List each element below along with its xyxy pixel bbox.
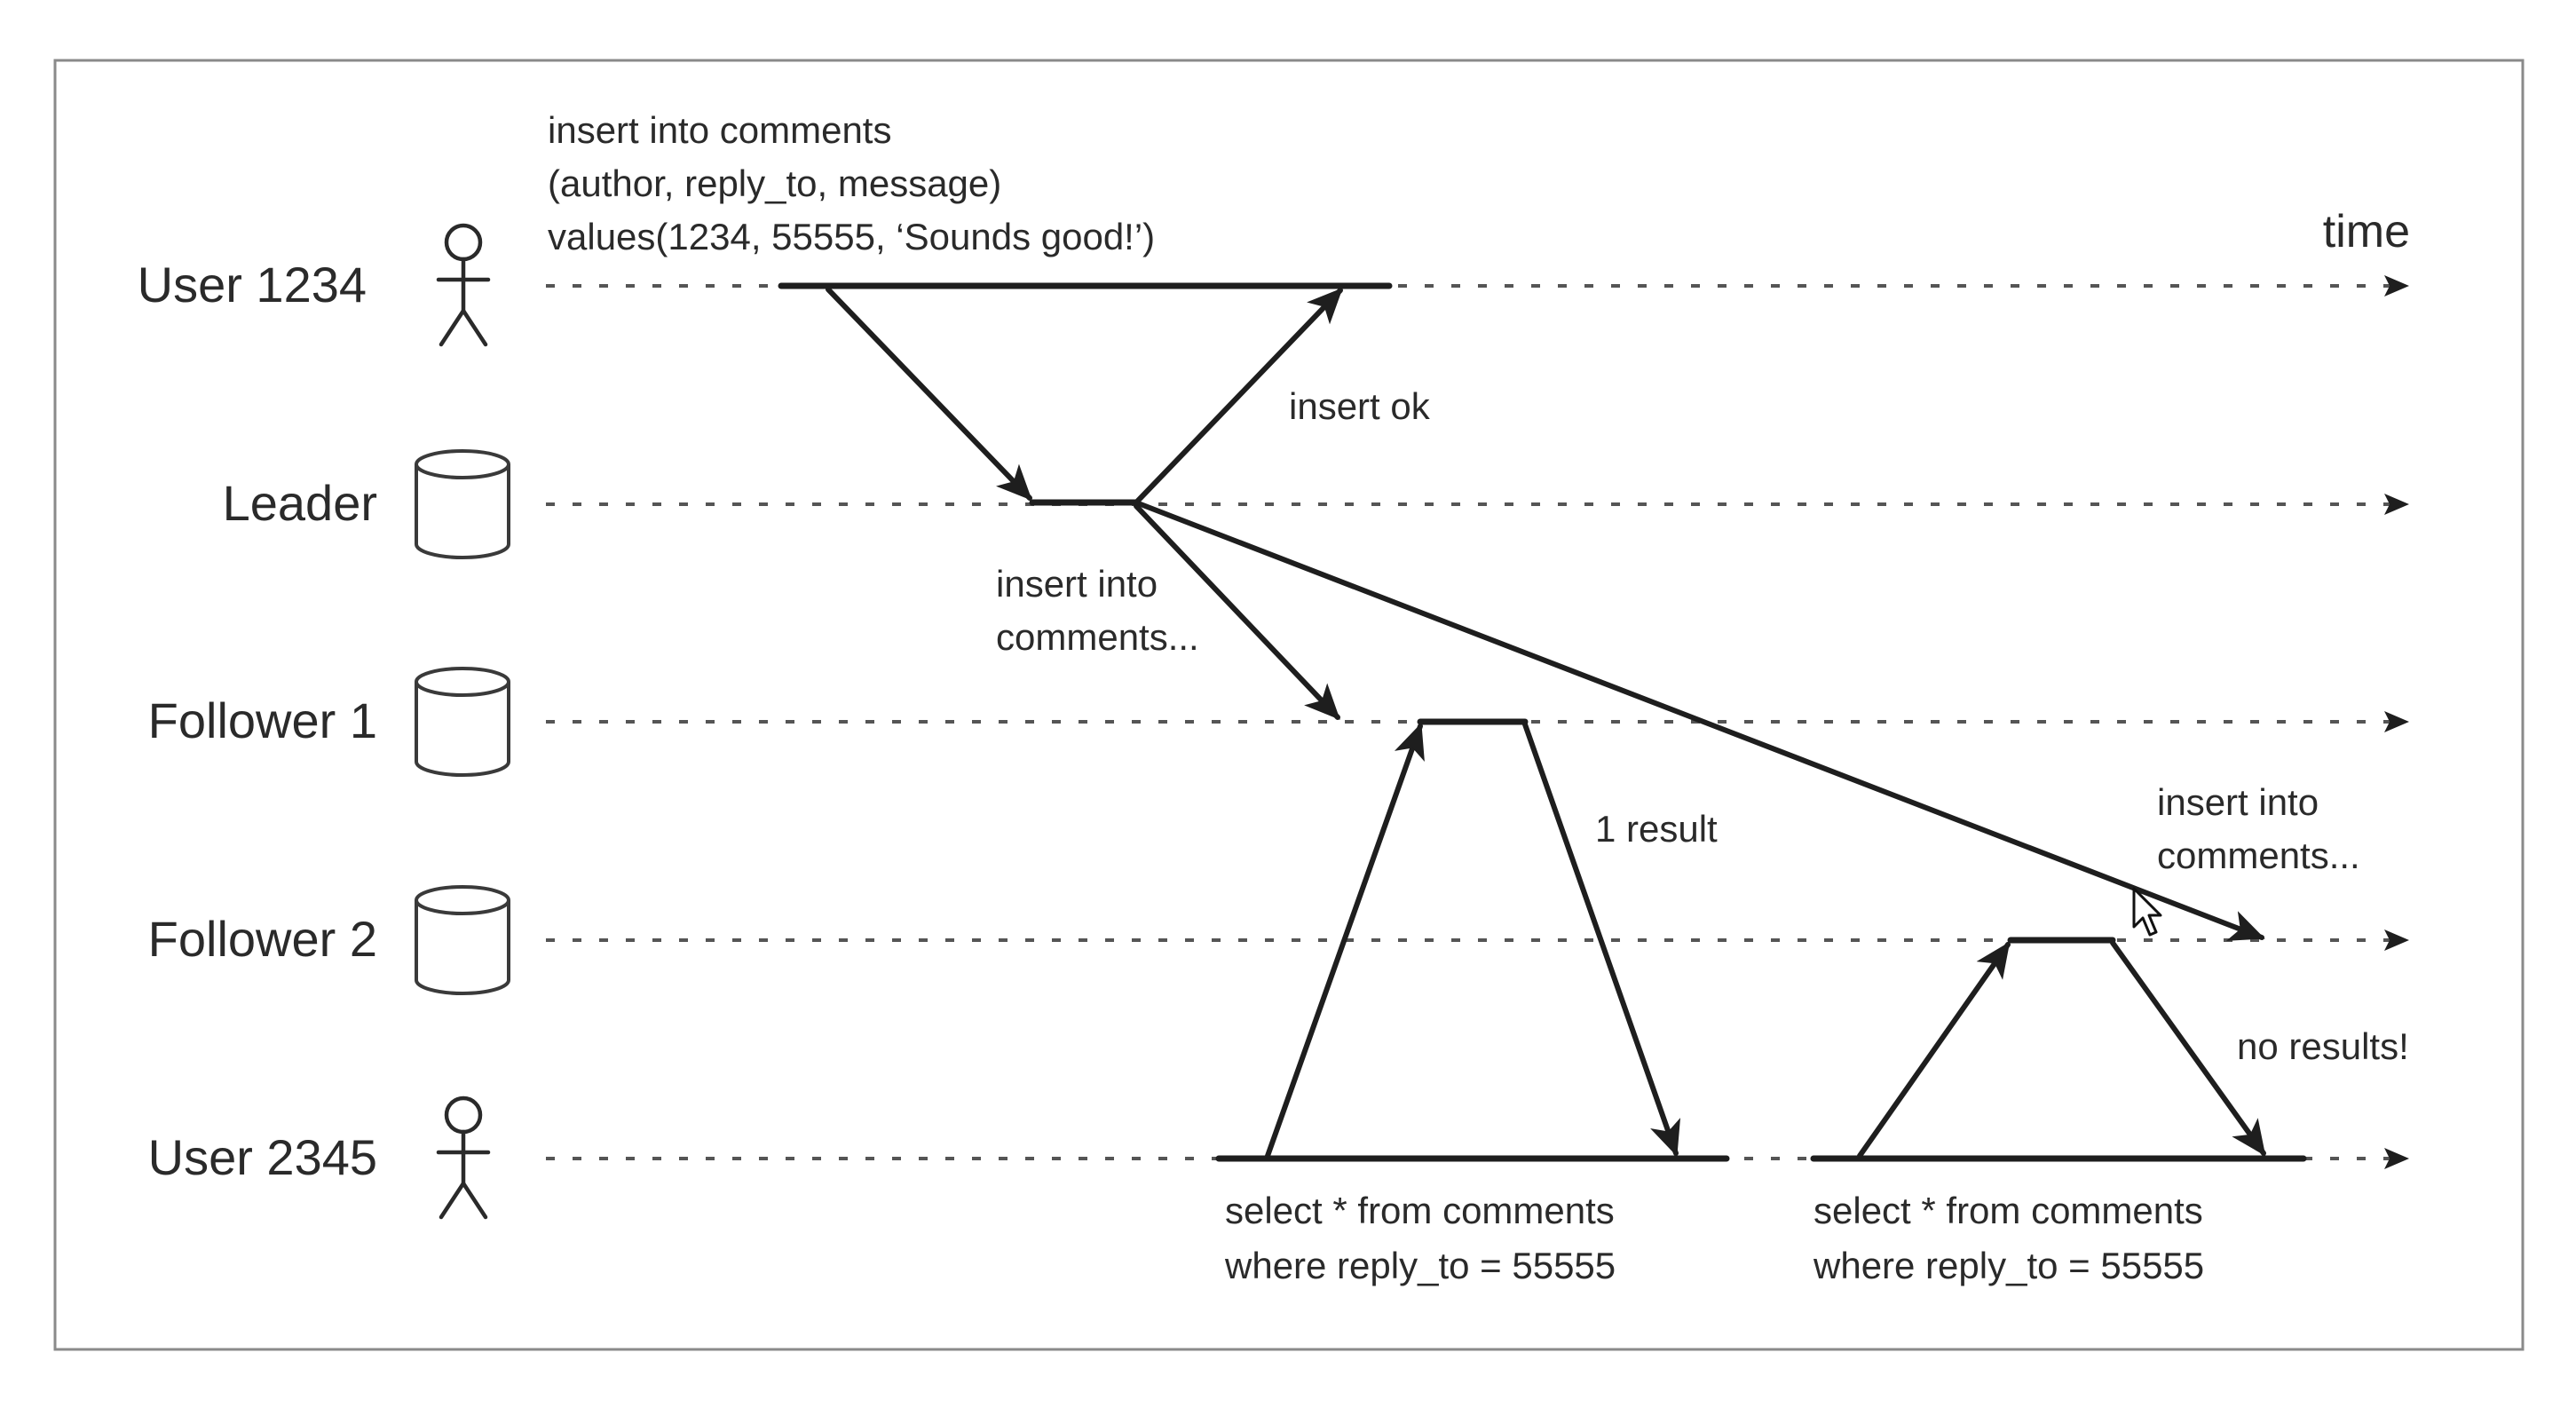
replicate-follower-2-line-2: comments... bbox=[2157, 835, 2360, 876]
lane-label-user-2345: User 2345 bbox=[148, 1129, 377, 1185]
arrow-read-request-follower-1 bbox=[1265, 723, 1425, 1159]
select-query-1-line-2: where reply_to = 55555 bbox=[1224, 1245, 1616, 1286]
arrow-write-to-leader bbox=[826, 287, 1032, 501]
select-query-2-line-2: where reply_to = 55555 bbox=[1813, 1245, 2204, 1286]
insert-query-line-1: insert into comments bbox=[548, 109, 891, 151]
arrow-replicate-follower-1 bbox=[1134, 503, 1340, 720]
database-icon bbox=[415, 449, 510, 559]
arrow-insert-ok bbox=[1134, 288, 1343, 505]
user-icon bbox=[436, 223, 491, 347]
lane-label-follower-2: Follower 2 bbox=[148, 911, 377, 967]
replicate-follower-2-line-1: insert into bbox=[2157, 781, 2319, 823]
insert-query-note: insert into comments (author, reply_to, … bbox=[548, 109, 1155, 257]
lane-label-leader: Leader bbox=[223, 475, 377, 531]
arrow-read-request-follower-2 bbox=[1857, 941, 2011, 1159]
select-query-1-note: select * from comments where reply_to = … bbox=[1224, 1190, 1624, 1286]
time-axis-label: time bbox=[2323, 206, 2410, 257]
select-query-1-line-1: select * from comments bbox=[1225, 1190, 1615, 1231]
select-query-2-line-1: select * from comments bbox=[1813, 1190, 2203, 1231]
replicate-follower-1-line-2: comments... bbox=[996, 616, 1199, 658]
arrow-replicate-follower-2 bbox=[1138, 502, 2265, 941]
one-result-note: 1 result bbox=[1595, 808, 1718, 850]
replicate-follower-1-note: insert into comments... bbox=[996, 563, 1199, 658]
user-icon bbox=[436, 1096, 491, 1220]
database-icon bbox=[415, 667, 510, 777]
no-results-note: no results! bbox=[2237, 1025, 2409, 1067]
lane-label-follower-1: Follower 1 bbox=[148, 692, 377, 748]
lane-label-user-1234: User 1234 bbox=[138, 257, 367, 312]
insert-query-line-2: (author, reply_to, message) bbox=[548, 162, 1001, 204]
insert-query-line-3: values(1234, 55555, ‘Sounds good!’) bbox=[548, 216, 1155, 257]
arrow-no-results bbox=[2110, 940, 2266, 1157]
mouse-cursor-icon bbox=[2132, 887, 2162, 937]
arrow-one-result bbox=[1522, 722, 1681, 1157]
database-icon bbox=[415, 885, 510, 995]
select-query-2-note: select * from comments where reply_to = … bbox=[1813, 1190, 2213, 1286]
replicate-follower-1-line-1: insert into bbox=[996, 563, 1158, 605]
replicate-follower-2-note: insert into comments... bbox=[2157, 781, 2360, 876]
insert-ok-note: insert ok bbox=[1289, 385, 1431, 427]
